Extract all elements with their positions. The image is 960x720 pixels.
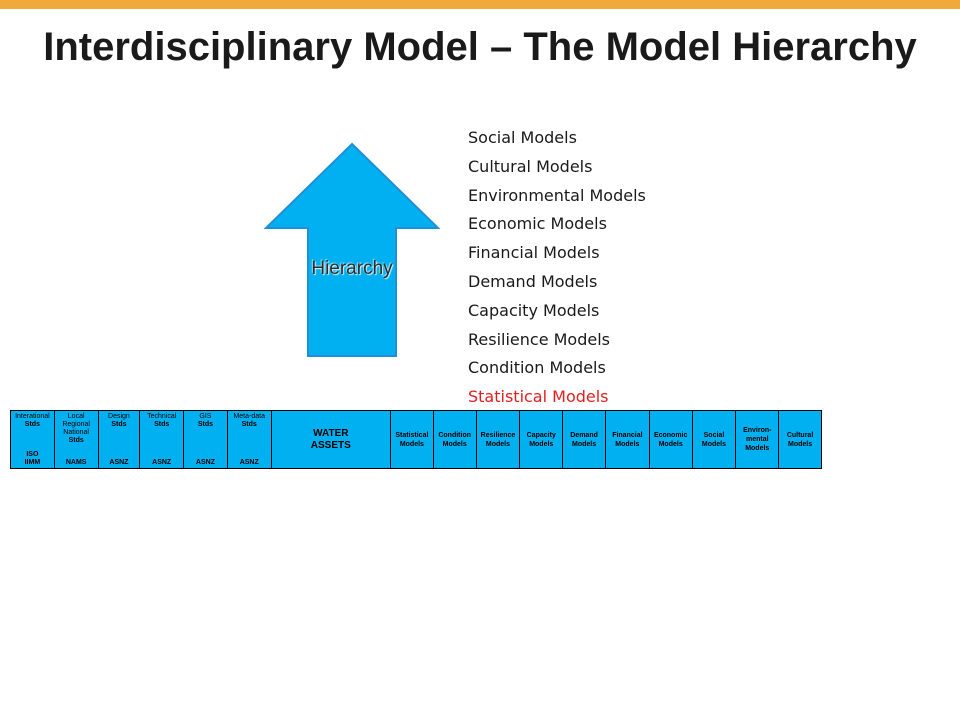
model-list-item: Statistical Models (468, 387, 609, 407)
model-list-item: Resilience Models (468, 329, 610, 349)
standards-sub-label: Stds (24, 421, 40, 428)
standards-code: NAMS (65, 459, 87, 466)
model-list-item: Economic Models (468, 214, 607, 234)
title-area: Interdisciplinary Model – The Model Hier… (0, 18, 960, 102)
model-list-item: Condition Models (468, 358, 606, 378)
standards-sub-label: Stds (154, 421, 170, 428)
standards-sub-label: Stds (197, 421, 214, 428)
standards-sub-label: Stds (111, 421, 127, 428)
standards-code: ASNZ (239, 459, 259, 466)
model-list-item: Social Models (468, 128, 577, 147)
arrow-label: Hierarchy (311, 258, 393, 279)
model-list-item: Cultural Models (468, 156, 593, 176)
standards-code: ASNZ (109, 459, 129, 466)
hierarchy-arrow: Hierarchy (262, 140, 442, 360)
model-list-item: Capacity Models (468, 300, 600, 320)
model-list-item: Environmental Models (468, 185, 646, 205)
standards-code: ASNZ (152, 459, 172, 466)
model-list-item: Demand Models (468, 271, 598, 291)
model-list-item: Financial Models (468, 243, 600, 263)
standards-sub-label: Stds (241, 421, 257, 428)
standards-code: ASNZ (195, 459, 215, 466)
up-arrow-icon (263, 142, 441, 357)
top-accent-bar (0, 0, 960, 9)
standards-sub-label: Stds (68, 437, 84, 444)
slide-title: Interdisciplinary Model – The Model Hier… (43, 25, 917, 69)
